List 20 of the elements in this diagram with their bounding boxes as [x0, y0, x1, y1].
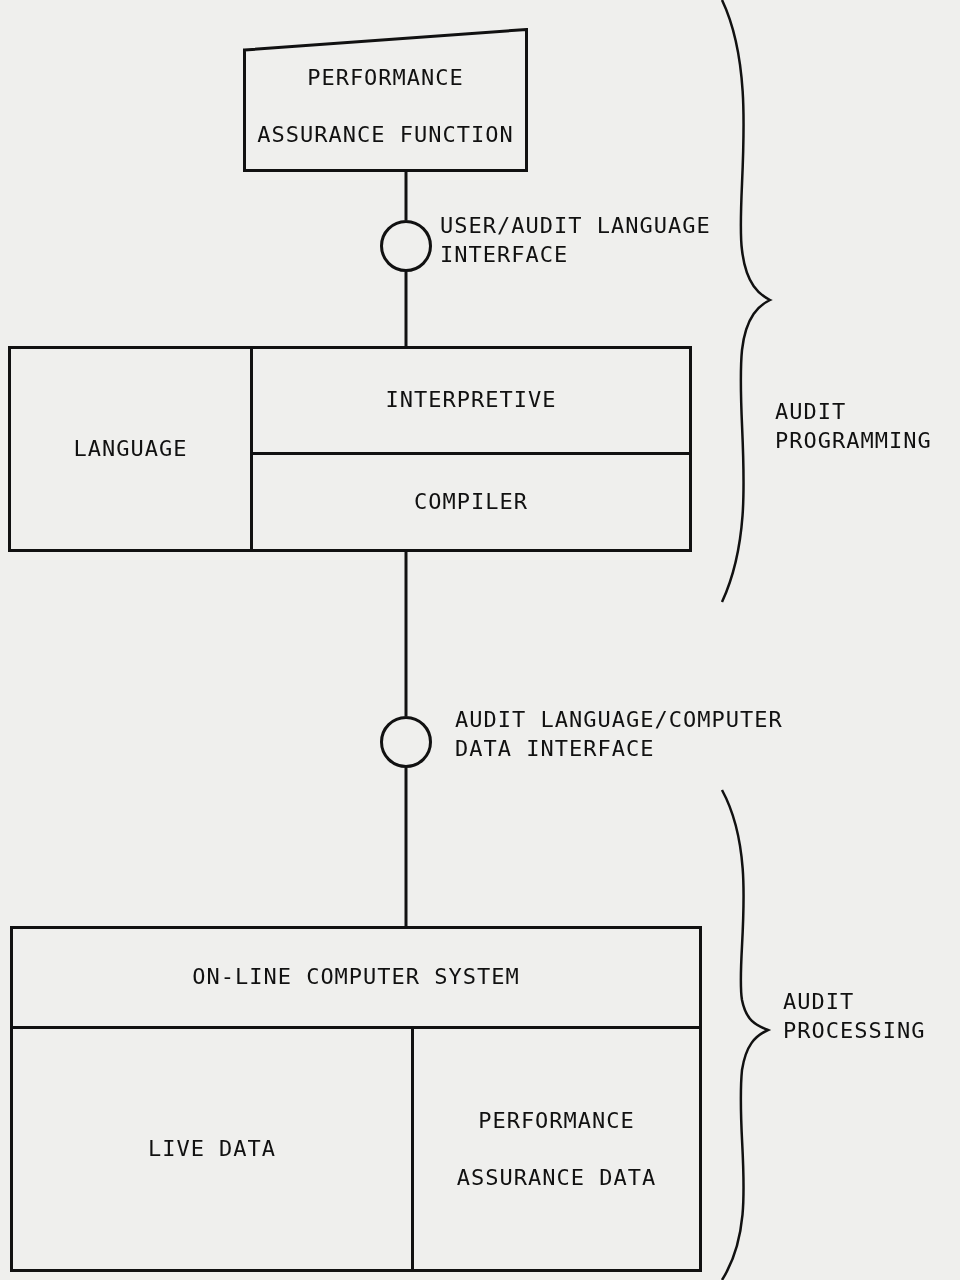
composite-box — [10, 926, 702, 1272]
box-label: LIVE DATA — [147, 1135, 277, 1163]
box-label: LANGUAGE — [73, 435, 188, 463]
connector-line — [404, 172, 408, 220]
interface-circle — [380, 716, 432, 768]
bracket-label: AUDIT PROGRAMMING — [775, 398, 933, 455]
bracket-label: AUDIT PROCESSING — [783, 988, 927, 1045]
interface-circle — [380, 220, 432, 272]
box-label: PERFORMANCE ASSURANCE FUNCTION — [256, 63, 515, 149]
box-label: INTERPRETIVE — [384, 387, 558, 414]
manual-input-shape — [243, 28, 528, 172]
box-label: COMPILER — [414, 488, 528, 516]
connector-line — [404, 552, 408, 716]
interface-label: AUDIT LANGUAGE/COMPUTER DATA INTERFACE — [455, 706, 784, 763]
box-label: PERFORMANCE ASSURANCE DATA — [455, 1106, 658, 1192]
box-label: ON-LINE COMPUTER SYSTEM — [192, 964, 520, 991]
interface-label: USER/AUDIT LANGUAGE INTERFACE — [440, 212, 712, 269]
composite-box — [8, 346, 692, 552]
connector-line — [404, 272, 408, 346]
connector-line — [404, 768, 408, 926]
